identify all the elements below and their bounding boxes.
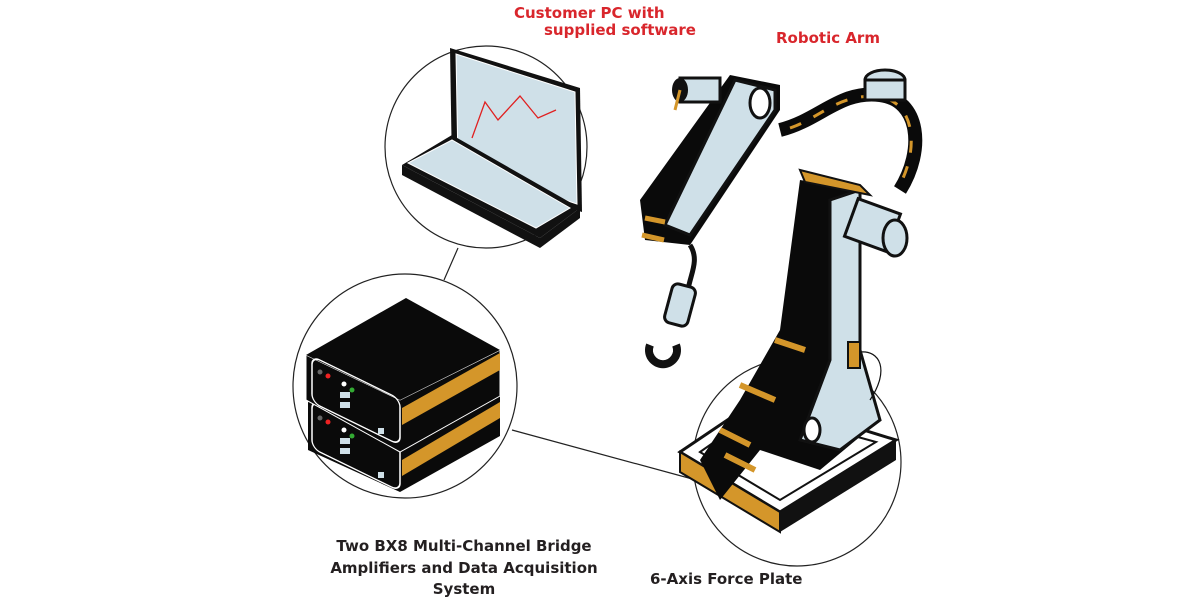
robotic-arm: [640, 68, 923, 500]
amplifier-unit: [305, 298, 501, 453]
connector-pc-amp: [443, 247, 459, 281]
label-customer-pc-line1: Customer PC with: [514, 4, 665, 22]
label-force-plate: 6-Axis Force Plate: [650, 570, 803, 588]
connector-amp-plate: [511, 429, 697, 481]
label-customer-pc-line2: supplied software: [544, 21, 696, 39]
front-panel-leds: [317, 369, 384, 478]
laptop-callout: [384, 45, 588, 249]
label-amplifiers-line2: Amplifiers and Data Acquisition: [330, 559, 598, 577]
chart-line-icon: [471, 95, 557, 139]
label-robotic-arm: Robotic Arm: [776, 29, 880, 47]
amplifier-callout: [292, 273, 518, 499]
label-amplifiers-line1: Two BX8 Multi-Channel Bridge: [336, 537, 592, 555]
label-amplifiers-line3: System: [432, 580, 496, 598]
